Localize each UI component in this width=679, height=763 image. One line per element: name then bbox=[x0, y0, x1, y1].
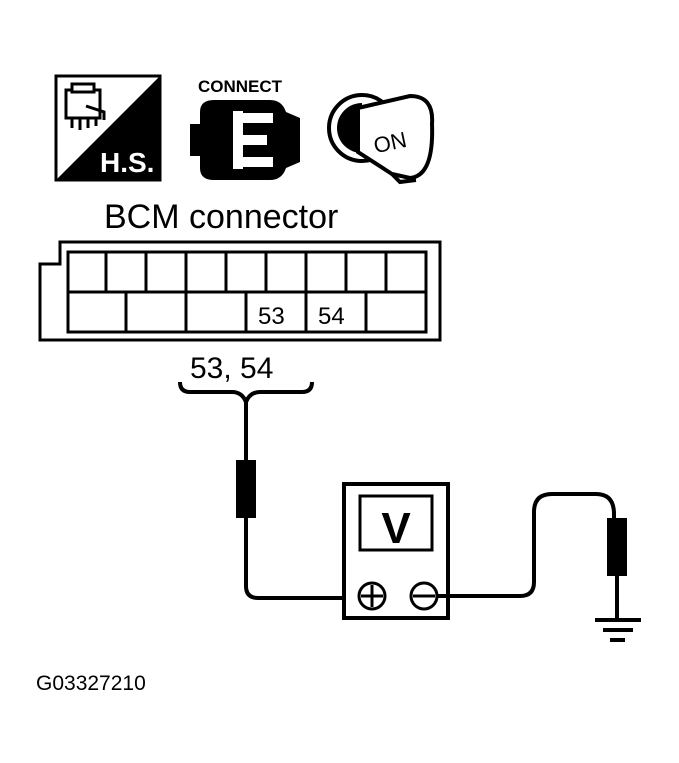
connect-icon: CONNECT bbox=[190, 77, 300, 180]
figure-code: G03327210 bbox=[36, 672, 146, 695]
connect-icon-label: CONNECT bbox=[198, 77, 283, 96]
voltmeter: V bbox=[342, 482, 450, 620]
negative-probe bbox=[437, 492, 627, 620]
pin-brace bbox=[178, 381, 314, 408]
ground-icon bbox=[595, 618, 641, 642]
harness-icon: H.S. bbox=[54, 74, 162, 182]
bcm-connector: 53 54 bbox=[38, 240, 442, 342]
pin-54-label: 54 bbox=[318, 303, 345, 330]
connector-title: BCM connector bbox=[104, 198, 338, 236]
ignition-key-icon: ON bbox=[327, 93, 435, 185]
positive-terminal-icon bbox=[357, 581, 387, 611]
probe-pins-label: 53, 54 bbox=[190, 352, 273, 385]
pin-53-label: 53 bbox=[258, 303, 285, 330]
negative-terminal-icon bbox=[409, 581, 439, 611]
meter-display: V bbox=[381, 504, 411, 553]
positive-probe bbox=[236, 402, 350, 600]
harness-icon-label: H.S. bbox=[100, 147, 154, 178]
